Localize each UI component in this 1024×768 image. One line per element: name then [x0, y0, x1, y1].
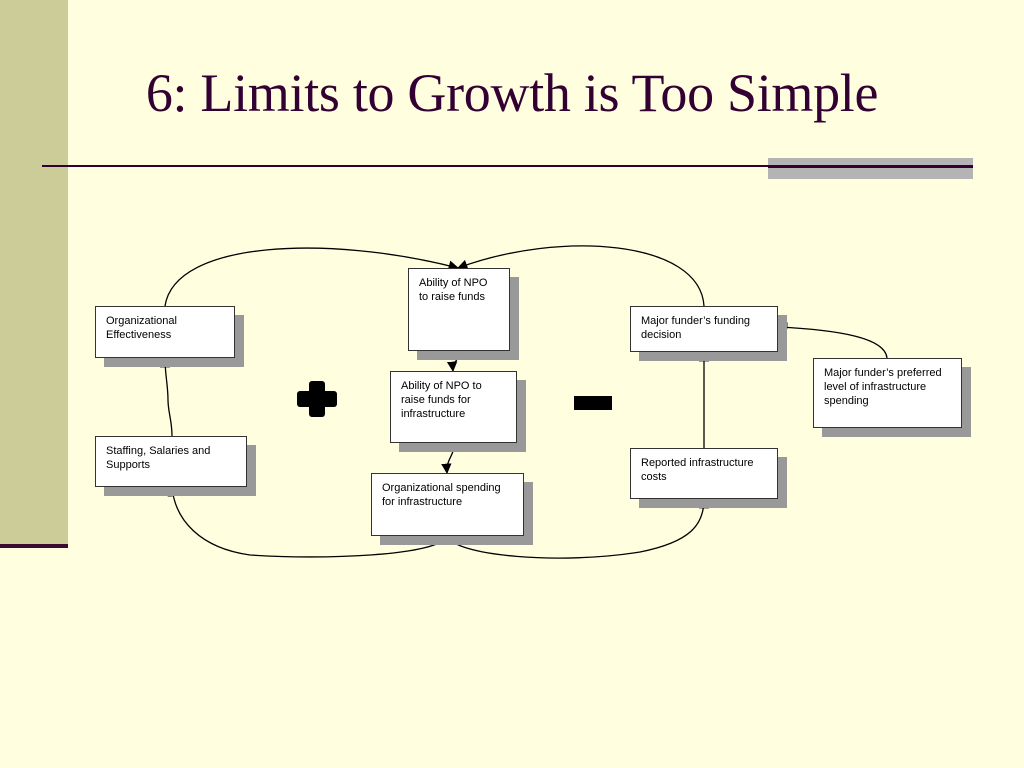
title-divider [42, 165, 972, 167]
node-organizational-spending-infrastructure: Organizational spending for infrastructu… [371, 473, 524, 536]
left-sidebar-band [0, 0, 68, 546]
node-organizational-effectiveness: Organizational Effectiveness [95, 306, 235, 358]
loop-sign-minus-icon [574, 396, 612, 410]
node-ability-raise-funds-infrastructure: Ability of NPO to raise funds for infras… [390, 371, 517, 443]
title-accent-bar [768, 158, 973, 179]
link-effectiveness-to-ability [164, 247, 460, 307]
link-ability-to-infra-ability [446, 349, 460, 373]
sidebar-underline [0, 544, 68, 548]
link-funder-to-ability [457, 245, 705, 307]
node-reported-infrastructure-costs: Reported infrastructure costs [630, 448, 778, 499]
node-funder-preferred-level: Major funder’s preferred level of infras… [813, 358, 962, 428]
slide-title: 6: Limits to Growth is Too Simple [145, 63, 879, 123]
node-ability-raise-funds: Ability of NPO to raise funds [408, 268, 510, 351]
node-major-funder-decision: Major funder’s funding decision [630, 306, 778, 352]
link-staffing-to-effectiveness [159, 356, 173, 437]
node-staffing-salaries-supports: Staffing, Salaries and Supports [95, 436, 247, 487]
link-preferred-to-funder [776, 322, 888, 359]
title-accent-line [768, 165, 973, 168]
link-spending-to-staffing [167, 485, 448, 558]
link-infra-ability-to-spending [441, 441, 455, 475]
link-spending-to-reported-costs [446, 497, 710, 559]
